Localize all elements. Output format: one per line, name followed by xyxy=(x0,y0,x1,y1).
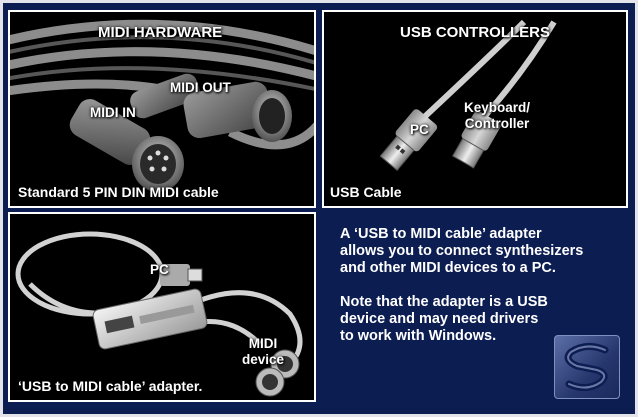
adapter-midi-device-label: MIDI device xyxy=(242,336,284,368)
keyboard-label-line1: Keyboard/ xyxy=(464,100,531,115)
adapter-caption: ‘USB to MIDI cable’ adapter. xyxy=(18,378,203,394)
midi-hardware-title: MIDI HARDWARE xyxy=(98,24,223,41)
midi-hardware-caption: Standard 5 PIN DIN MIDI cable xyxy=(18,184,219,200)
usb-midi-adapter-illustration xyxy=(15,231,303,397)
info-paragraph-2: Note that the adapter is a USB device an… xyxy=(340,294,548,344)
usb-controllers-title: USB CONTROLLERS xyxy=(400,24,550,41)
usb-pc-label: PC xyxy=(410,122,429,137)
info-paragraph-1: A ‘USB to MIDI cable’ adapter allows you… xyxy=(340,226,584,276)
usb-controllers-panel: USB CONTROLLERS PC Keyboard/ Controller … xyxy=(322,10,628,208)
midi-hardware-panel: MIDI HARDWARE MIDI OUT MIDI IN Standard … xyxy=(8,10,316,208)
adapter-pc-label: PC xyxy=(150,262,169,277)
keyboard-controller-label: Keyboard/ Controller xyxy=(464,100,530,132)
keyboard-label-line2: Controller xyxy=(464,116,530,131)
midi-device-line1: MIDI xyxy=(248,336,278,351)
usb-cable-caption: USB Cable xyxy=(330,184,402,200)
midi-out-label: MIDI OUT xyxy=(170,80,231,95)
midi-in-label: MIDI IN xyxy=(90,105,136,120)
usb-midi-adapter-panel: PC MIDI device ‘USB to MIDI cable’ adapt… xyxy=(8,212,316,402)
s-logo-icon xyxy=(554,335,620,399)
midi-cable-illustration xyxy=(10,19,314,192)
midi-device-line2: device xyxy=(242,352,285,367)
usb-cable-illustration xyxy=(379,19,557,171)
info-text: A ‘USB to MIDI cable’ adapter allows you… xyxy=(340,226,625,345)
